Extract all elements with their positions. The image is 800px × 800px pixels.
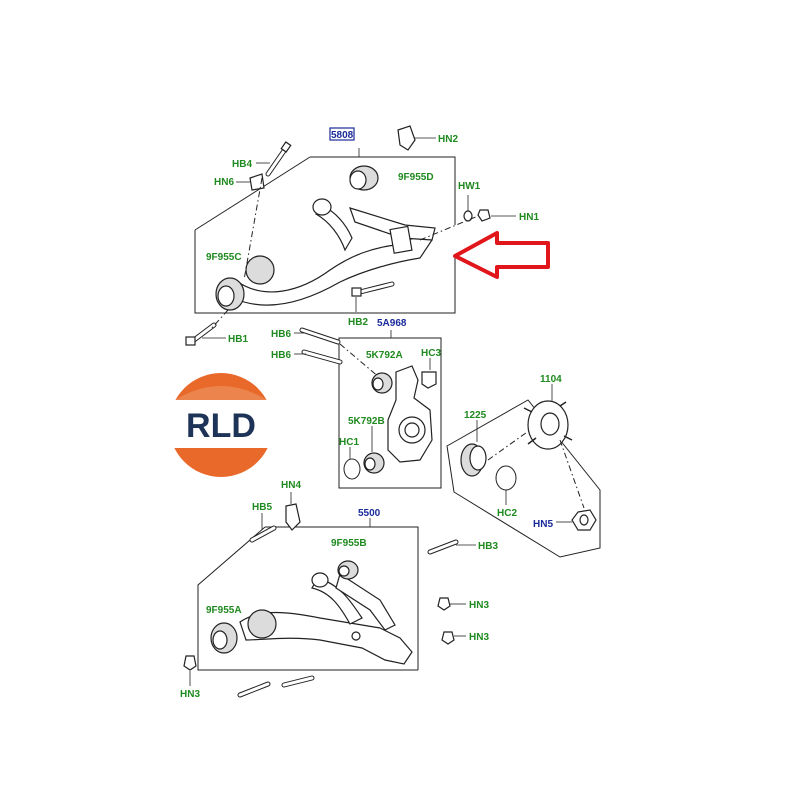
label-hn5: HN5: [533, 519, 553, 530]
label-5500: 5500: [358, 508, 381, 519]
label-hc1: HC1: [339, 437, 359, 448]
label-1225: 1225: [464, 410, 487, 421]
label-9f955d: 9F955D: [398, 172, 434, 183]
part-labels: 5808 HN2 HB4 HN6 9F955D HW1 HN1 9F955C H…: [180, 127, 562, 700]
callout-box-5808: [329, 127, 355, 141]
red-pointer-arrow: [453, 231, 550, 279]
label-hn1: HN1: [519, 212, 539, 223]
bush-9f955c-outer: [245, 255, 275, 285]
label-5a968: 5A968: [377, 318, 407, 329]
bolt-hb2: [351, 281, 395, 297]
knuckle-group: [294, 327, 442, 489]
bolt-lower-long: [237, 681, 271, 698]
upper-arm-forward-limb: [315, 204, 353, 252]
bolt-hb4: [265, 141, 292, 177]
bolt-hb5: [249, 525, 277, 543]
label-hc2: HC2: [497, 508, 517, 519]
label-5808: 5808: [331, 130, 354, 141]
label-9f955a: 9F955A: [206, 605, 242, 616]
label-9f955c: 9F955C: [206, 252, 242, 263]
label-hn4: HN4: [281, 480, 301, 491]
lower-arm-group: [183, 492, 476, 698]
nut-hn3-middle: [441, 631, 455, 645]
upper-arm-frame-diag: [194, 156, 311, 231]
hub-bearing-group: [446, 384, 601, 558]
bolt-hb6-upper: [299, 327, 341, 345]
label-hb5: HB5: [252, 502, 272, 513]
logo-text: RLD: [186, 407, 256, 445]
circlip-hc2: [495, 465, 517, 491]
nut-hn3-lower: [183, 655, 197, 671]
label-5k792b: 5K792B: [348, 416, 385, 427]
wheel-hub-1104: [523, 400, 573, 450]
label-hb1: HB1: [228, 334, 248, 345]
label-hb6-lower: HB6: [271, 350, 291, 361]
label-hc3: HC3: [421, 348, 441, 359]
label-hn6: HN6: [214, 177, 234, 188]
label-hb4: HB4: [232, 159, 252, 170]
label-hn3-lower: HN3: [180, 689, 200, 700]
bush-9f955a-outer: [247, 609, 277, 639]
label-5k792a: 5K792A: [366, 350, 403, 361]
bracket-hn2: [397, 125, 416, 151]
lower-arm-frame-right: [265, 526, 419, 670]
label-hn3-upper: HN3: [469, 600, 489, 611]
upper-arm-frame-top: [310, 156, 456, 225]
label-hb6-upper: HB6: [271, 329, 291, 340]
label-hn3-middle: HN3: [469, 632, 489, 643]
upper-arm-group: [185, 125, 516, 346]
nut-hn5: [571, 509, 597, 531]
bolt-hb3-upper: [427, 539, 459, 555]
clip-hn6: [249, 173, 265, 191]
nut-hn1: [477, 209, 491, 222]
upper-control-arm: [237, 231, 433, 306]
bolt-hb1: [185, 322, 217, 346]
label-hb2: HB2: [348, 317, 368, 328]
label-hn2: HN2: [438, 134, 458, 145]
lower-arm-frame-left: [197, 526, 418, 671]
bolt-hb6-lower: [301, 349, 343, 365]
clip-hc3: [421, 371, 437, 389]
bolt-lower-short: [281, 675, 315, 688]
nut-hn3-upper: [437, 597, 451, 611]
hub-frame: [446, 399, 601, 558]
label-9f955b: 9F955B: [331, 538, 367, 549]
rld-logo: RLD: [169, 373, 273, 477]
label-hw1: HW1: [458, 181, 481, 192]
knuckle-frame: [338, 337, 442, 489]
label-1104: 1104: [540, 374, 562, 385]
label-hb3: HB3: [478, 541, 498, 552]
circlip-hc1: [343, 458, 361, 480]
upper-arm-frame-bottom: [194, 230, 456, 314]
clip-hn4: [285, 503, 301, 531]
